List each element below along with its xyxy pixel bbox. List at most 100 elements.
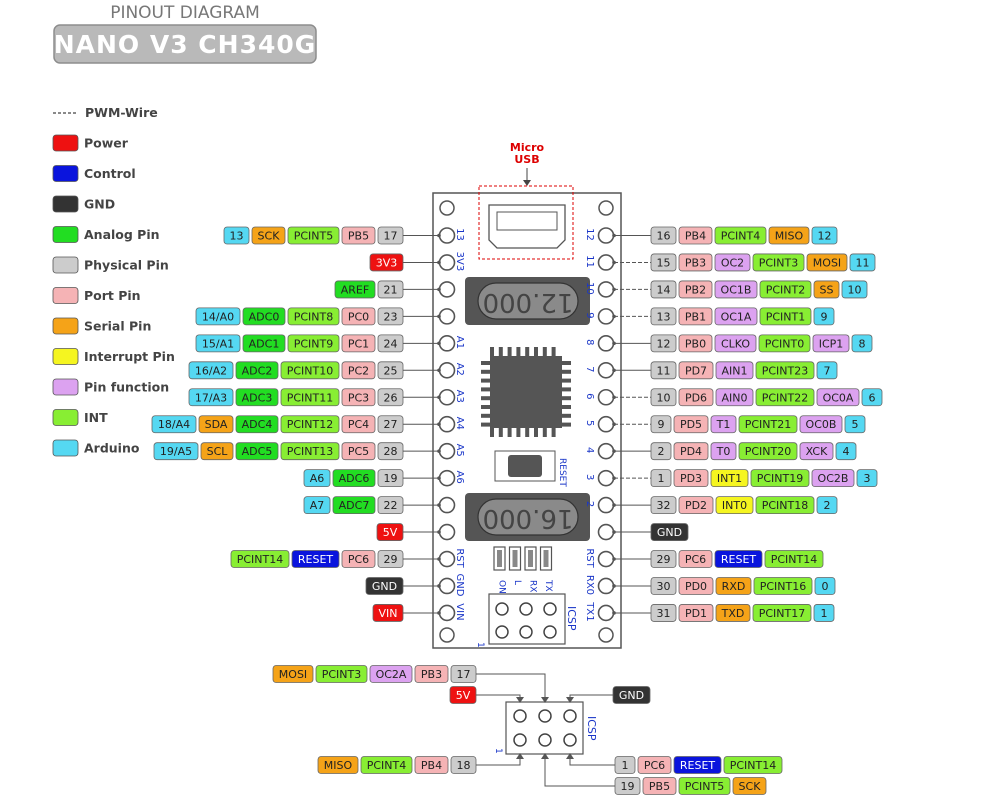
power-tag-label: 5V (383, 526, 398, 539)
interrupt-tag (715, 496, 754, 515)
icsp-pin (519, 625, 533, 639)
header-pin (438, 577, 456, 595)
port-tag (414, 665, 449, 683)
port-tag-label: PC5 (348, 445, 369, 458)
port-tag (678, 496, 714, 515)
wire-dot (437, 314, 441, 319)
port-tag-label: PC4 (348, 418, 369, 431)
legend-swatch (52, 409, 79, 426)
mcu-leg (498, 347, 503, 356)
int-tag-label: PCINT21 (745, 418, 792, 431)
int-tag (315, 665, 368, 683)
analog-tag-label: AREF (341, 283, 369, 296)
arduino-tag (844, 415, 866, 434)
crystal-top-label: 12.000 (483, 287, 574, 317)
legend-swatch (52, 226, 79, 243)
header-pin (438, 523, 456, 541)
led-label: RX (528, 580, 538, 592)
function-tag-label: OC2B (818, 472, 849, 485)
icsp-arrow (566, 697, 574, 703)
header-pin (597, 281, 615, 298)
header-pin (438, 227, 456, 244)
board-pin-label: 9 (584, 312, 595, 318)
physical-tag-label: 1 (622, 759, 629, 772)
mcu-leg (562, 369, 571, 374)
arduino-tag (813, 307, 835, 326)
wire-dot (612, 233, 616, 238)
gnd-tag-label: GND (372, 580, 397, 593)
port-tag-label: PB5 (649, 780, 670, 793)
int-tag (280, 388, 340, 407)
arduino-tag-label: 11 (856, 256, 870, 269)
serial-tag-label: SCL (207, 445, 229, 458)
board-pin-label: 7 (584, 366, 595, 372)
title-banner (53, 24, 317, 64)
arduino-tag-label: 9 (821, 310, 828, 323)
int-tag-label: PCINT3 (322, 668, 362, 681)
header-pin (438, 550, 456, 568)
arduino-tag (813, 604, 835, 622)
wire-dot (437, 611, 441, 615)
function-tag-label: OC1A (721, 310, 752, 323)
crystal-bottom-body (477, 498, 579, 536)
header-pin (438, 254, 456, 271)
int-tag-label: PCINT17 (759, 607, 806, 620)
int-tag-label: PCINT1 (766, 310, 806, 323)
arduino-tag (195, 334, 241, 353)
wire-dot (437, 368, 441, 373)
arduino-tag (223, 226, 250, 245)
header-pin (597, 469, 615, 487)
mcu-legs (481, 347, 571, 437)
port-tag-label: PC2 (348, 364, 369, 377)
led-label: L (512, 580, 522, 585)
control-tag-label: RESET (298, 553, 334, 566)
int-tag-label: PCINT11 (287, 391, 334, 404)
physical-tag (650, 604, 677, 622)
arduino-tag (856, 469, 878, 488)
control-tag (673, 756, 722, 774)
physical-tag-label: 15 (657, 256, 671, 269)
mcu-leg (534, 428, 538, 437)
port-tag-label: PB3 (421, 668, 442, 681)
function-tag-label: AIN0 (722, 391, 748, 404)
physical-tag (650, 496, 677, 515)
function-tag-label: OC0A (823, 391, 854, 404)
analog-tag-label: ADC1 (249, 337, 280, 350)
header-pin (597, 227, 615, 244)
port-tag (414, 756, 449, 774)
int-tag-label: PCINT5 (294, 230, 334, 243)
physical-tag-label: 9 (658, 418, 665, 431)
arduino-tag (835, 442, 857, 461)
control-tag (714, 550, 763, 568)
arduino-tag (153, 442, 199, 461)
header-pin (438, 281, 456, 298)
serial-tag-label: SDA (205, 418, 228, 431)
arduino-tag (188, 388, 234, 407)
int-tag (764, 550, 824, 568)
gnd-tag-label: GND (619, 689, 644, 702)
legend-label: Power (84, 136, 129, 151)
int-tag (753, 577, 813, 595)
analog-tag (242, 334, 286, 353)
header-pin (438, 308, 456, 325)
header-pin (438, 335, 456, 352)
port-tag (678, 604, 714, 622)
mcu-leg (562, 361, 571, 365)
legend-pwm-label: PWM-Wire (85, 105, 158, 120)
function-tag-label: OC2 (721, 256, 744, 269)
serial-tag (715, 604, 751, 622)
int-tag-label: PCINT4 (367, 759, 407, 772)
int-tag (287, 334, 340, 353)
wire-dot (612, 449, 616, 453)
port-tag-label: PD1 (685, 607, 707, 620)
board-icsp-pins (495, 602, 557, 639)
header-pin (438, 469, 456, 487)
arduino-tag (816, 361, 838, 380)
reset-button (508, 455, 542, 477)
physical-tag-label: 28 (384, 445, 398, 458)
port-tag (678, 361, 714, 380)
